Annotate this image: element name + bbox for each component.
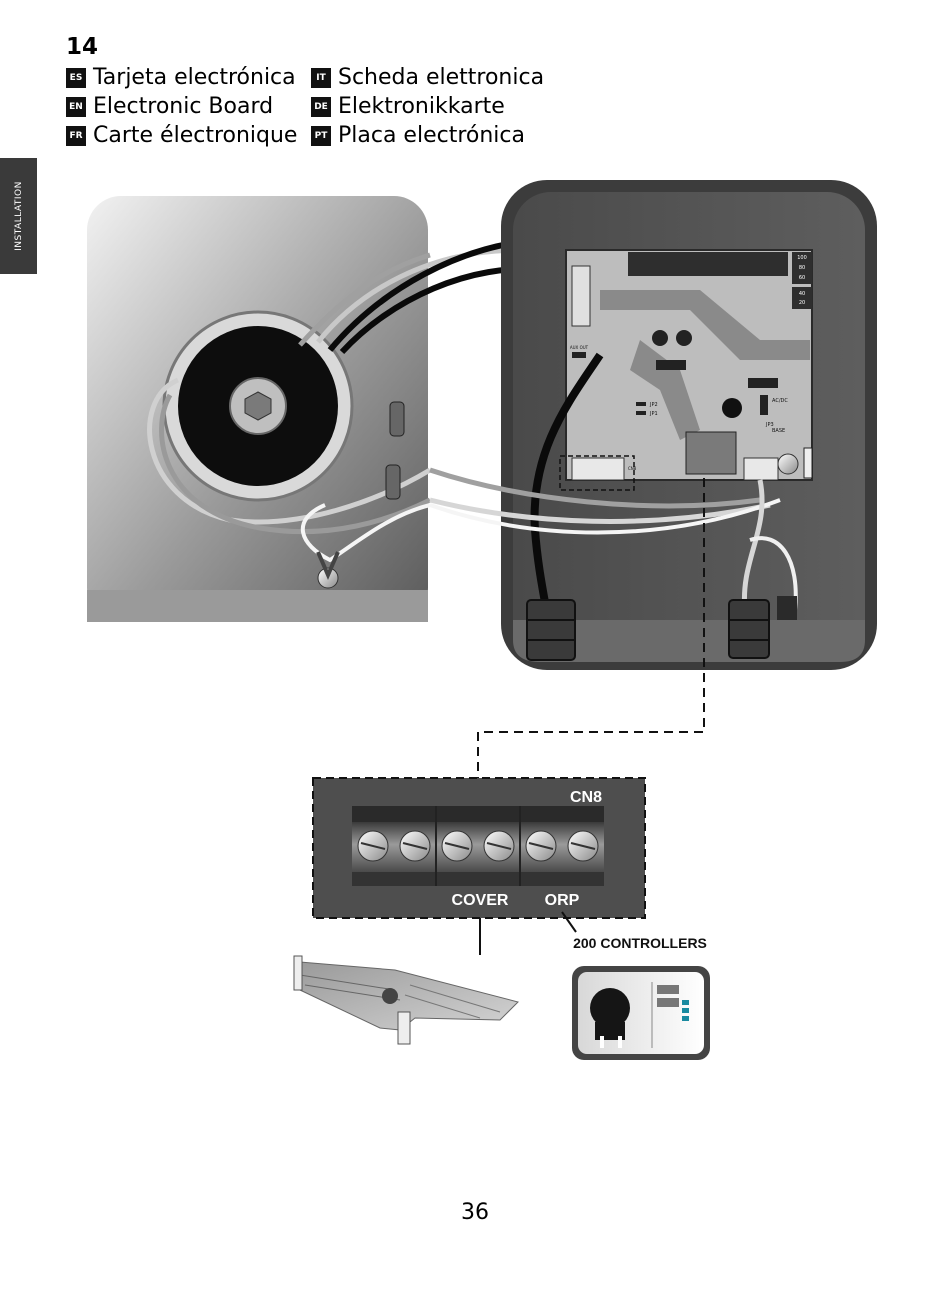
- base-label: BASE: [772, 428, 785, 434]
- jp2-label: JP2: [649, 402, 658, 408]
- cover-terminal-label: COVER: [452, 892, 509, 909]
- pcb: 100 80 60 40 20 AUX OUT JP2 JP1 JP3 AC/D…: [566, 250, 812, 480]
- controllers-label: 200 CONTROLLERS: [573, 935, 707, 951]
- cn8-screw-3: [442, 831, 472, 861]
- scale-label-20: 20: [799, 300, 805, 306]
- jp1-label: JP1: [649, 411, 658, 417]
- pool-cover-illustration: [294, 956, 518, 1044]
- scale-label-100: 100: [797, 255, 807, 261]
- page-number: 36: [0, 1200, 950, 1225]
- scale-label-80: 80: [799, 265, 805, 271]
- cn8-screw-6: [568, 831, 598, 861]
- scale-label-40: 40: [799, 291, 805, 297]
- controller-unit: [572, 966, 710, 1060]
- cn8-small-label: CN8: [628, 466, 637, 471]
- transformer: [164, 312, 352, 500]
- cn8-label: CN8: [570, 789, 602, 806]
- scale-label-60: 60: [799, 275, 805, 281]
- cn8-screw-5: [526, 831, 556, 861]
- cn8-screw-4: [484, 831, 514, 861]
- ac-dc-label: AC/DC: [772, 398, 788, 404]
- orp-terminal-label: ORP: [545, 892, 580, 909]
- cn8-detail: CN8 COVER ORP: [313, 778, 645, 918]
- cn8-screw-2: [400, 831, 430, 861]
- cable-gland-left: [527, 600, 575, 660]
- aux-out-label: AUX OUT: [570, 345, 589, 350]
- cn8-screw-1: [358, 831, 388, 861]
